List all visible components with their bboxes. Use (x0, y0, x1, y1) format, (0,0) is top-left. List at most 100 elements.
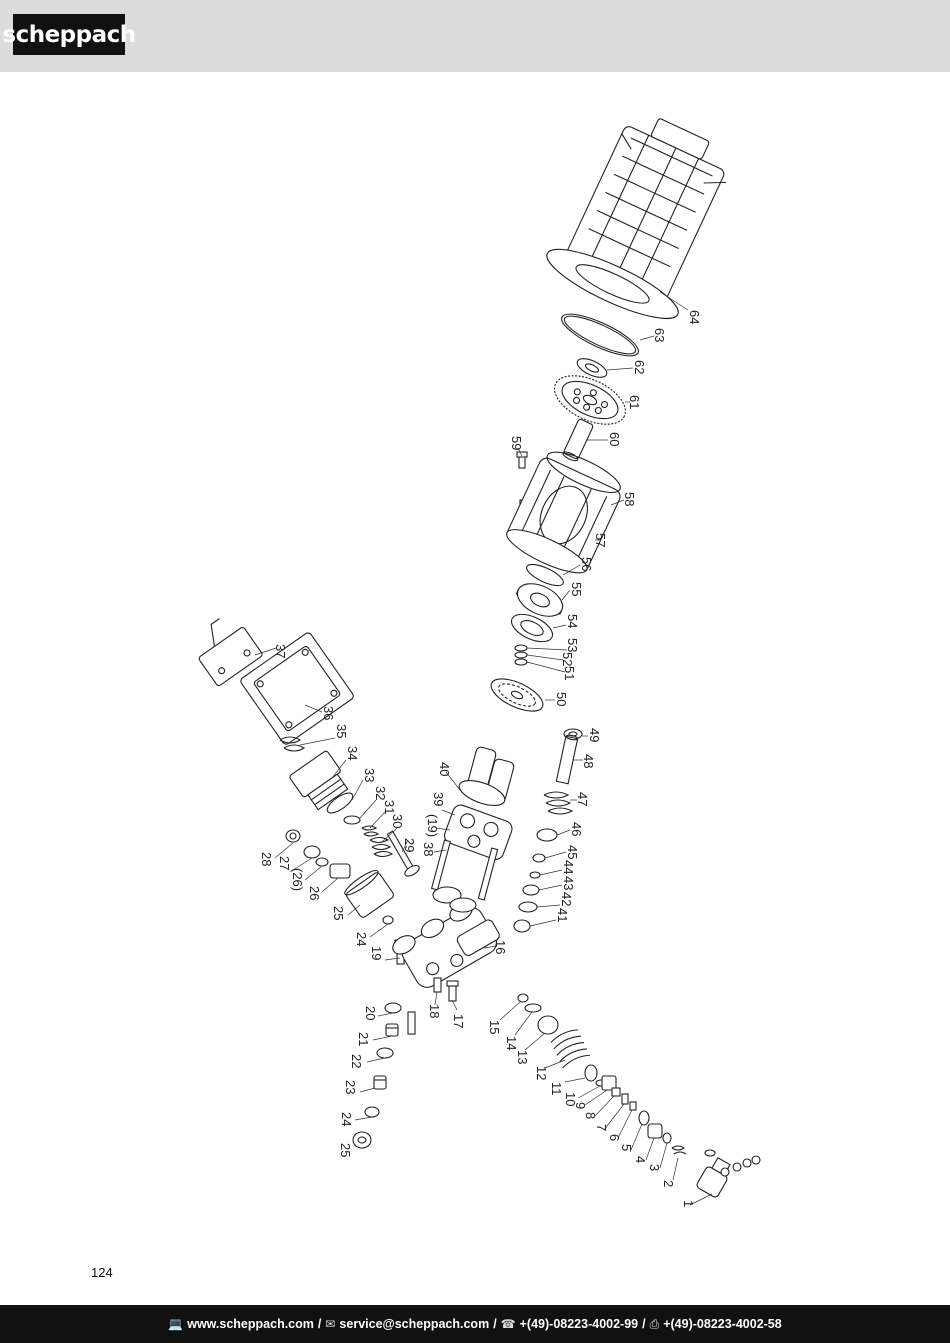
cap-30 (285, 829, 301, 843)
footer-separator: / (317, 1317, 322, 1331)
wobble-plate-52 (490, 678, 544, 712)
o-ring-22 (376, 1047, 394, 1059)
ring-44 (518, 901, 538, 913)
label-8: 8 (583, 1112, 598, 1119)
swashplate-56 (510, 613, 554, 643)
ring-26b (315, 857, 329, 867)
spring-33 (361, 825, 380, 837)
label-56: 54 (565, 614, 580, 628)
label-9: 9 (573, 1102, 588, 1109)
label-42: 40 (437, 762, 452, 776)
footer-fax: +(49)-08223-4002-58 (663, 1317, 782, 1331)
label-32: 30 (390, 814, 405, 828)
label-55: 53 (565, 638, 580, 652)
ring-45 (522, 884, 540, 896)
label-43: 41 (555, 908, 570, 922)
label-33: 31 (382, 800, 397, 814)
label-39: 37 (273, 644, 288, 658)
spring-2 (671, 1145, 687, 1155)
screw-18 (433, 977, 442, 993)
screw-17 (446, 980, 459, 1002)
label-15: 15 (487, 1020, 502, 1034)
spring-37 (279, 736, 306, 752)
valve-21 (385, 1023, 399, 1037)
label-34: 32 (373, 786, 388, 800)
footer-phone: +(49)-08223-4002-99 (519, 1317, 639, 1331)
o-ring-20 (384, 1002, 402, 1014)
o-ring-24 (364, 1106, 380, 1118)
label-65: 63 (652, 328, 667, 342)
label-38: 36 (321, 706, 336, 720)
label-24: 24 (339, 1112, 354, 1126)
label-50: 48 (581, 754, 596, 768)
ring-46 (529, 871, 541, 879)
label-37: 35 (334, 724, 349, 738)
label-51: 49 (587, 728, 602, 742)
cap-25 (352, 1131, 372, 1149)
label-31: 29 (402, 838, 417, 852)
label-27: 25 (331, 906, 346, 920)
label-4: 4 (633, 1156, 648, 1163)
spring-32 (369, 836, 394, 858)
label-13: 13 (515, 1050, 530, 1064)
label-7: 7 (594, 1124, 609, 1131)
label-46: 44 (561, 860, 576, 874)
bearing-64 (576, 358, 608, 378)
o-ring-11 (584, 1064, 598, 1082)
label-19: 19 (369, 946, 384, 960)
label-58: 56 (579, 557, 594, 571)
computer-icon: 💻 (168, 1317, 184, 1331)
label-5: 5 (619, 1144, 634, 1151)
label-36: 34 (345, 746, 360, 760)
label-28: 26 (307, 886, 322, 900)
label-2: 2 (661, 1180, 676, 1187)
label-35: 33 (362, 768, 377, 782)
switch-box-38 (240, 632, 354, 745)
pump-head-16 (392, 902, 500, 988)
label-62: 60 (607, 432, 622, 446)
valve-body-36 (289, 750, 349, 811)
o-ring-3 (662, 1132, 672, 1144)
label-59: 57 (593, 533, 608, 547)
washer-14 (524, 1003, 542, 1013)
seal-48 (536, 828, 558, 842)
footer-website[interactable]: www.scheppach.com (187, 1317, 314, 1331)
motor-assembly (546, 118, 727, 319)
label-47: 45 (565, 845, 580, 859)
cylinder-block-41 (443, 804, 513, 860)
footer-email[interactable]: service@scheppach.com (339, 1317, 490, 1331)
leader-lines (254, 291, 713, 1206)
gear-63 (553, 375, 627, 425)
ring-58 (526, 563, 564, 587)
piston-guides-42 (458, 746, 515, 807)
label-18: 18 (427, 1004, 442, 1018)
label-66: 64 (687, 310, 702, 324)
piston-50 (555, 734, 579, 785)
label-25: 25 (338, 1143, 353, 1157)
microswitch-39 (198, 618, 263, 686)
label-40: 38 (421, 842, 436, 856)
label-48: 46 (569, 822, 584, 836)
label-11: 11 (549, 1082, 564, 1096)
footer-separator: / (493, 1317, 497, 1331)
label-26b: (26) (290, 868, 305, 891)
label-16: 16 (493, 940, 508, 954)
label-60: 58 (622, 492, 637, 506)
injector-6-7 (621, 1093, 637, 1111)
label-52: 50 (554, 692, 569, 706)
ring-29 (303, 845, 321, 859)
nut-28 (329, 863, 351, 879)
label-41: 39 (431, 792, 446, 806)
label-57: 55 (569, 582, 584, 596)
exploded-parts-diagram: 64 63 62 61 60 59 58 57 56 55 54 53 52 5… (198, 118, 761, 1207)
footer-separator: / (642, 1317, 646, 1331)
label-17: 17 (451, 1014, 466, 1028)
pump-housing-59 (506, 451, 621, 574)
label-14: 14 (504, 1036, 519, 1050)
screw-21b (407, 1011, 416, 1035)
scheppach-logo: scheppach (2, 14, 136, 55)
label-12: 12 (534, 1066, 549, 1080)
label-53: 51 (562, 666, 577, 680)
valve-8-9 (601, 1075, 621, 1097)
label-44: 42 (559, 892, 574, 906)
